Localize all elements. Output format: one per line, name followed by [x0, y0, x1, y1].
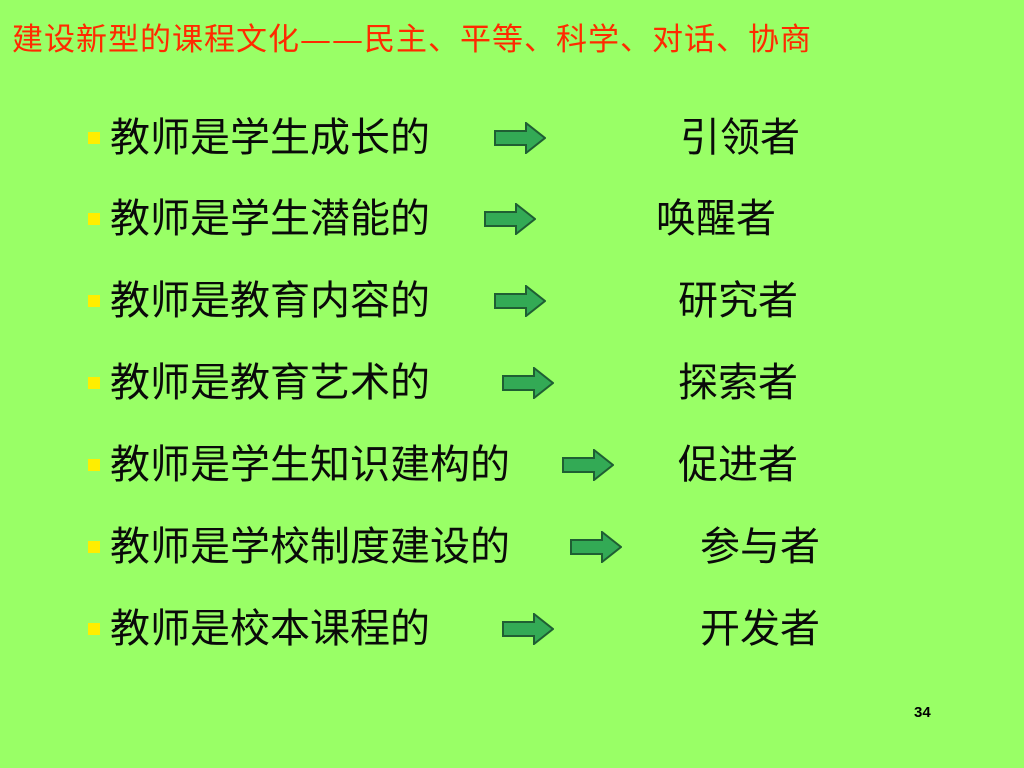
item-role: 参与者 [700, 524, 820, 570]
item-label: 教师是学生潜能的 [110, 196, 430, 242]
yellow-square-icon [88, 213, 100, 225]
item-label: 教师是校本课程的 [110, 606, 430, 652]
item-role: 引领者 [680, 115, 800, 161]
list-item: 教师是学生潜能的 唤醒者 [88, 191, 988, 251]
item-role: 促进者 [678, 442, 798, 488]
item-label: 教师是学生成长的 [110, 115, 430, 161]
item-role: 唤醒者 [656, 196, 776, 242]
slide-title: 建设新型的课程文化——民主、平等、科学、对话、协商 [12, 22, 812, 58]
yellow-square-icon [88, 377, 100, 389]
item-label: 教师是教育艺术的 [110, 360, 430, 406]
right-arrow-icon [570, 531, 622, 563]
list-item: 教师是教育内容的 研究者 [88, 273, 988, 333]
list-item: 教师是教育艺术的 探索者 [88, 355, 988, 415]
list-item: 教师是学生成长的 引领者 [88, 110, 988, 170]
item-role: 研究者 [678, 278, 798, 324]
item-label: 教师是学生知识建构的 [110, 442, 510, 488]
item-label: 教师是教育内容的 [110, 278, 430, 324]
item-role: 探索者 [678, 360, 798, 406]
page-number: 34 [914, 704, 931, 721]
yellow-square-icon [88, 132, 100, 144]
yellow-square-icon [88, 459, 100, 471]
list-item: 教师是学生知识建构的 促进者 [88, 437, 988, 497]
right-arrow-icon [502, 367, 554, 399]
yellow-square-icon [88, 623, 100, 635]
list-item: 教师是学校制度建设的 参与者 [88, 519, 988, 579]
yellow-square-icon [88, 295, 100, 307]
item-label: 教师是学校制度建设的 [110, 524, 510, 570]
right-arrow-icon [502, 613, 554, 645]
yellow-square-icon [88, 541, 100, 553]
list-item: 教师是校本课程的 开发者 [88, 601, 988, 661]
right-arrow-icon [562, 449, 614, 481]
item-role: 开发者 [700, 606, 820, 652]
right-arrow-icon [484, 203, 536, 235]
right-arrow-icon [494, 122, 546, 154]
right-arrow-icon [494, 285, 546, 317]
